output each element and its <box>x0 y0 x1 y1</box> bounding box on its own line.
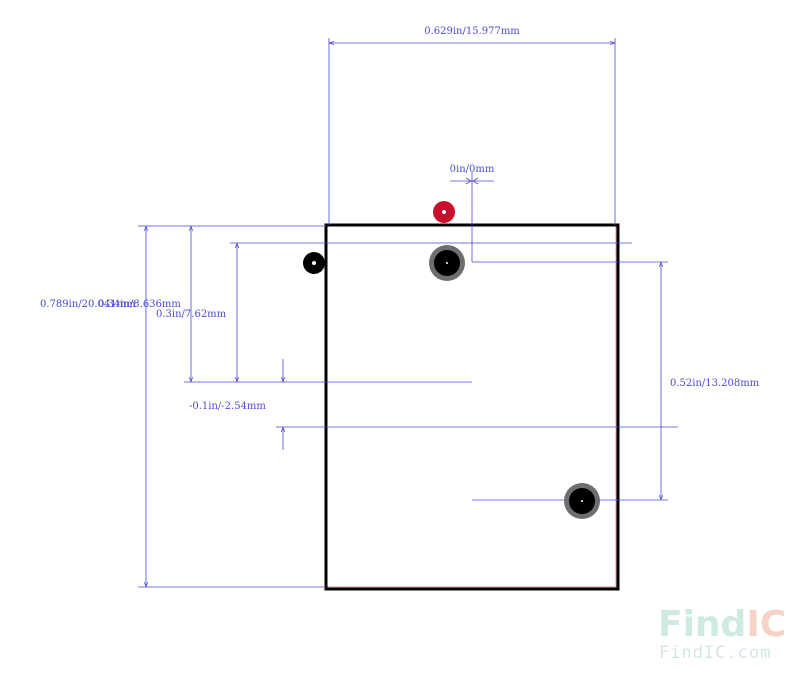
dimension-offset-mid-label: 0.3in/7.62mm <box>156 309 227 320</box>
dimension-pin-span-label: 0.52in/13.208mm <box>670 378 760 389</box>
svg-text:FindIC: FindIC <box>658 604 786 645</box>
dimension-width-label: 0.629in/15.977mm <box>424 26 520 37</box>
dimension-height-total-label: 0.789in/20.041mm <box>40 299 136 310</box>
pad-2 <box>564 483 600 519</box>
dimension-pin-offset-label: 0in/0mm <box>450 164 495 175</box>
watermark-url: FindIC.com <box>659 643 771 663</box>
dimension-pin-offset <box>450 172 494 262</box>
dimension-width-top <box>329 38 615 225</box>
component-outline <box>324 223 620 591</box>
watermark-ic: IC <box>746 604 786 645</box>
pad-1 <box>429 245 465 281</box>
watermark-find: Find <box>658 604 746 645</box>
dimension-offset-top-label: 0.34in/8.636mm <box>98 299 181 310</box>
pin1-marker <box>433 201 455 223</box>
polarity-dot <box>303 252 325 274</box>
watermark-logo: FindIC FindIC.com <box>658 604 786 663</box>
dimension-offset-neg-label: -0.1in/-2.54mm <box>189 401 266 412</box>
